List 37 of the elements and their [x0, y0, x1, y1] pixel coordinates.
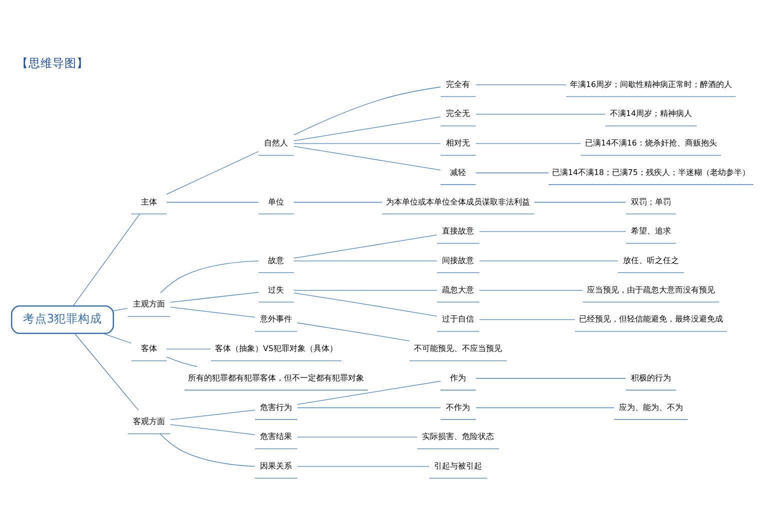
connector: [166, 150, 258, 194]
connector: [160, 260, 258, 293]
connector: [475, 84, 566, 85]
connector: [293, 116, 440, 141]
connector: [170, 306, 255, 318]
connector: [102, 332, 132, 343]
connector: [478, 260, 618, 261]
connector: [478, 230, 626, 232]
connector: [74, 332, 138, 410]
connector: [296, 406, 440, 408]
connector: [478, 318, 575, 320]
connector: [293, 201, 382, 202]
connector: [293, 260, 437, 261]
connector: [166, 348, 211, 349]
connector: [293, 145, 440, 170]
connector: [296, 380, 440, 404]
connector: [296, 436, 418, 437]
connector: [170, 291, 258, 302]
connector: [293, 234, 437, 258]
node-box: 考点3犯罪构成: [10, 304, 114, 334]
connector: [475, 113, 605, 114]
connector: [166, 201, 258, 202]
connector: [293, 142, 440, 144]
connector: [293, 292, 437, 316]
connector: [159, 433, 255, 466]
connector: [475, 406, 614, 408]
diagram-title: 【思维导图】: [16, 55, 88, 70]
connector: [166, 356, 197, 366]
connector: [296, 322, 410, 341]
connector: [170, 424, 255, 434]
connector: [170, 409, 255, 420]
connector: [533, 201, 626, 202]
connector: [112, 307, 128, 311]
connector: [475, 172, 548, 173]
connector: [475, 142, 580, 144]
connector: [72, 213, 140, 306]
connector: [293, 86, 440, 135]
